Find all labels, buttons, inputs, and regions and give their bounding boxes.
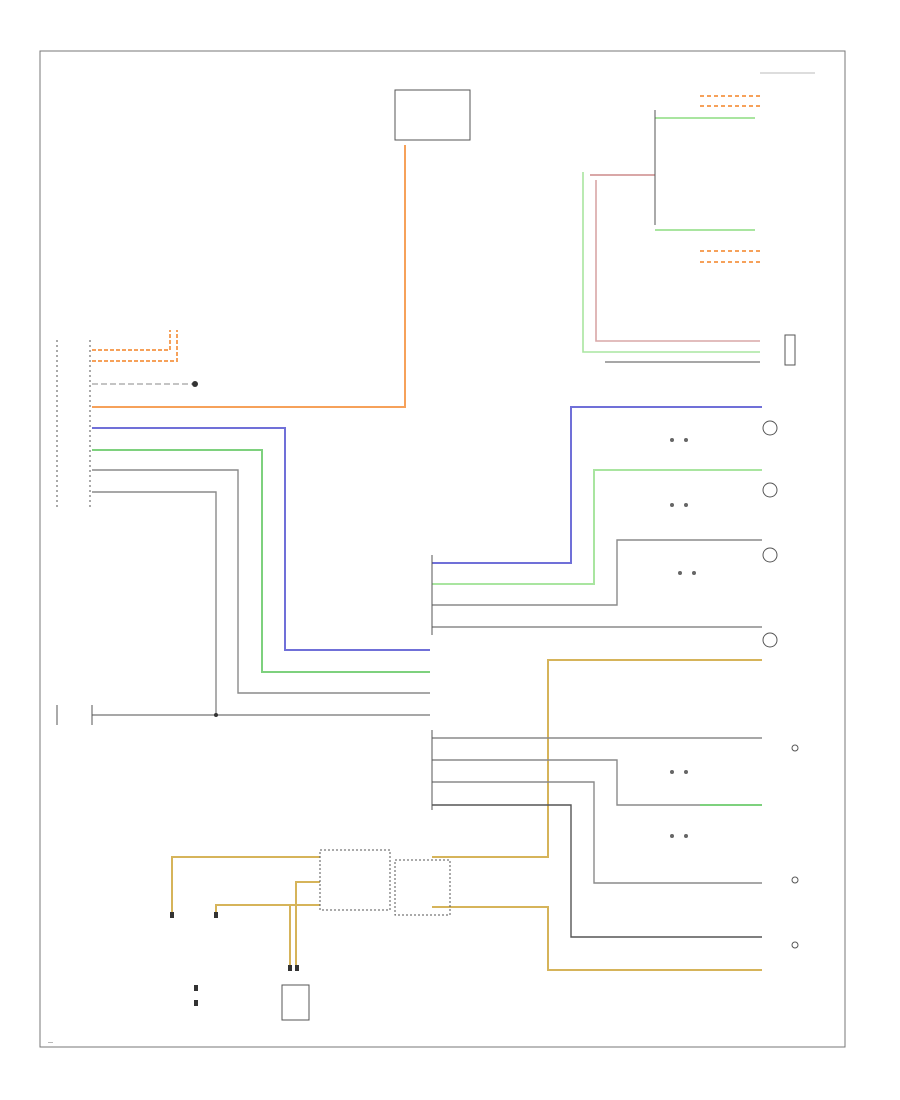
connector-pin-icon bbox=[670, 834, 674, 838]
connector-pin-icon bbox=[288, 965, 292, 971]
wire-green-right bbox=[432, 469, 762, 585]
module-lower-box bbox=[394, 859, 451, 916]
wire-green-left bbox=[92, 449, 430, 673]
connector-pin-icon bbox=[684, 438, 688, 442]
connector-pin-icon bbox=[684, 834, 688, 838]
diagram-border bbox=[39, 50, 846, 1048]
connector-pin-icon bbox=[194, 985, 198, 991]
wire-gray-left-1 bbox=[92, 469, 430, 694]
connector-pin-icon bbox=[670, 770, 674, 774]
lamp-icon bbox=[762, 632, 778, 648]
connector-pin-icon bbox=[684, 503, 688, 507]
wire-blue-left bbox=[92, 427, 430, 651]
wire-green-loop bbox=[582, 172, 760, 353]
lamp-icon bbox=[762, 482, 778, 498]
connector-pin-icon bbox=[692, 571, 696, 575]
connector-pin-icon bbox=[214, 912, 218, 918]
wire-yellow-left-3 bbox=[215, 904, 320, 915]
connector-pin-icon bbox=[670, 503, 674, 507]
relay-box bbox=[784, 334, 796, 366]
ground-symbol-icon bbox=[791, 941, 799, 949]
wire-yellow-left-1 bbox=[171, 856, 320, 915]
wire-gray-left-2 bbox=[92, 491, 430, 716]
connector-pin-icon bbox=[295, 965, 299, 971]
switch-box bbox=[319, 849, 391, 911]
wire-gray-lower-3 bbox=[432, 781, 762, 884]
wire-blue-right bbox=[432, 406, 762, 564]
ground-symbol-icon bbox=[791, 744, 799, 752]
connector-pin-icon bbox=[670, 438, 674, 442]
figure-id: — bbox=[48, 1040, 53, 1046]
wire-gray-right-1 bbox=[432, 539, 762, 606]
wire-yellow-left-2 bbox=[295, 881, 320, 965]
ground-symbol-icon bbox=[791, 876, 799, 884]
lamp-icon bbox=[762, 420, 778, 436]
wire-orange-stub-2 bbox=[92, 330, 178, 362]
connector-pin-icon bbox=[678, 571, 682, 575]
wire-gray-lower-2 bbox=[432, 759, 762, 806]
fuse-box-outline bbox=[394, 89, 471, 141]
wire-orange-main bbox=[92, 145, 406, 408]
connector-pin-icon bbox=[170, 912, 174, 918]
connector-pin-icon bbox=[684, 770, 688, 774]
bottom-module bbox=[281, 984, 310, 1021]
wire-dark-lower-4 bbox=[432, 804, 762, 938]
wire-pink-loop bbox=[595, 180, 760, 342]
wire-yellow-right-2 bbox=[432, 906, 762, 971]
wire-yellow-right-1 bbox=[432, 659, 762, 858]
junction-dot bbox=[214, 713, 218, 717]
connector-pin-icon bbox=[194, 1000, 198, 1006]
lamp-icon bbox=[762, 547, 778, 563]
junction-dot bbox=[192, 381, 198, 387]
wire-orange-stub-1 bbox=[92, 330, 171, 351]
